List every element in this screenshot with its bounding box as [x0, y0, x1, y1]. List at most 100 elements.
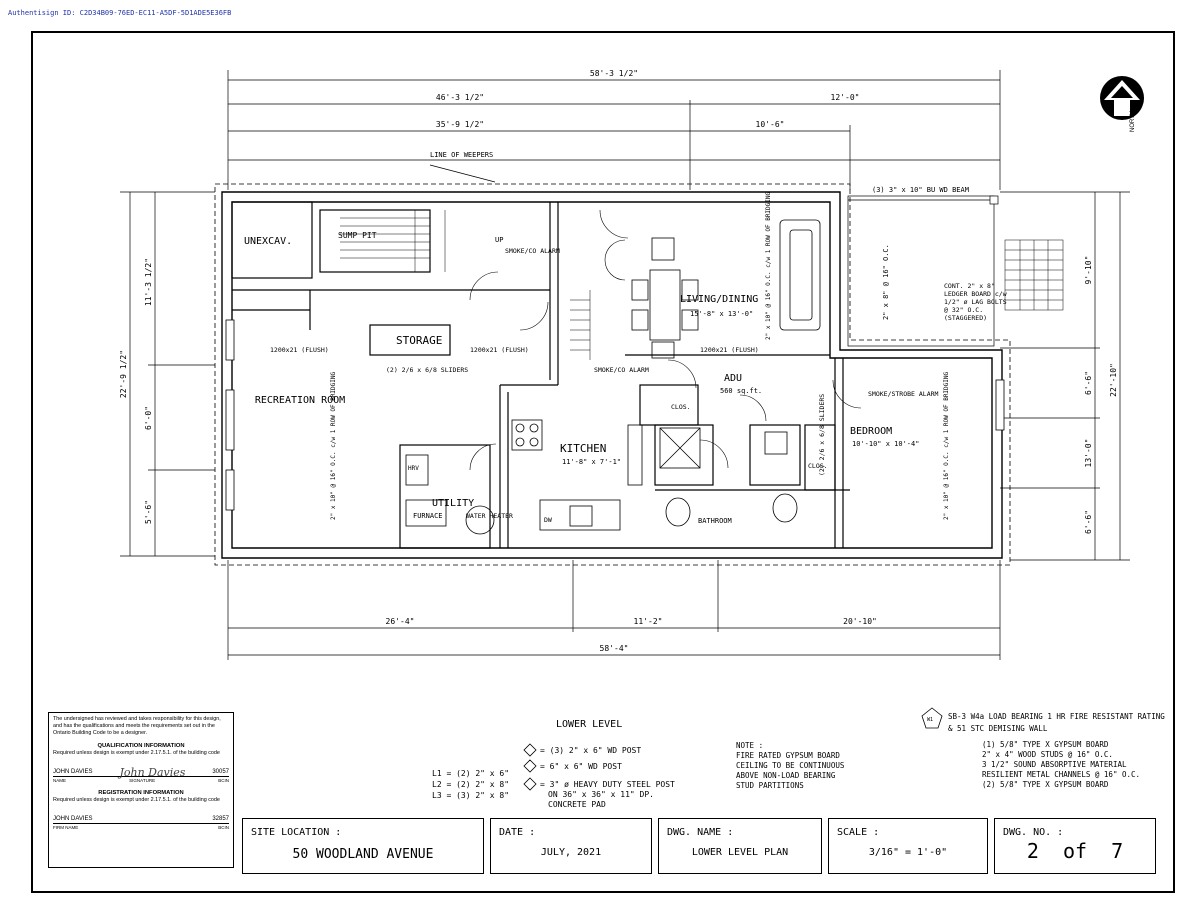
dim-overall-top: 58'-3 1/2" — [590, 69, 638, 78]
post-legend-5: CONCRETE PAD — [548, 800, 606, 809]
joist-label-1: 2" x 10" @ 16" O.C. c/w 1 ROW OF BRIDGIN… — [330, 372, 337, 520]
note-5: STUD PARTITIONS — [736, 781, 804, 790]
date-value: JULY, 2021 — [540, 847, 602, 858]
lintel-legend-1: L1 = (2) 2" x 6" — [432, 769, 509, 778]
room-closet-2: CLOS. — [808, 462, 828, 470]
room-recreation: RECREATION ROOM — [255, 395, 345, 406]
svg-text:W1: W1 — [927, 717, 933, 723]
room-furnace: FURNACE — [413, 512, 443, 520]
door-swings — [469, 209, 862, 471]
dim-right-overall: 22'-10" — [1109, 363, 1118, 397]
designer-bcin: 30057 — [212, 769, 229, 775]
ledger-label: CONT. 2" x 8" LEDGER BOARD c/w 1/2" ø LA… — [944, 282, 1007, 322]
wall-layer-1: (1) 5/8" TYPE X GYPSUM BOARD — [982, 740, 1109, 749]
drawing-number-value: 2 of 7 — [1026, 839, 1124, 863]
room-hrv: HRV — [408, 465, 419, 472]
wall-layer-4: RESILIENT METAL CHANNELS @ 16" O.C. — [982, 770, 1140, 779]
right-dimensions — [1000, 191, 1130, 561]
note-4: ABOVE NON-LOAD BEARING — [736, 771, 836, 780]
utility-fixtures — [405, 454, 495, 535]
beam-label: (3) 3" x 10" BU WD BEAM — [872, 186, 969, 194]
room-unexcav: UNEXCAV. — [244, 236, 292, 247]
wall-desc: SB-3 W4a LOAD BEARING 1 HR FIRE RESISTAN… — [948, 712, 1165, 721]
sliders-label-1: (2) 2/6 x 6/8 SLIDERS — [386, 366, 468, 374]
site-location-box: SITE LOCATION : 50 WOODLAND AVENUE — [242, 818, 484, 874]
scale-box: SCALE : 3/16" = 1'-0" — [828, 818, 988, 874]
interior-walls — [231, 201, 850, 549]
room-dw: DW — [544, 516, 552, 524]
designer-signature: John Davies — [119, 766, 186, 779]
post-legend-3: = 3" ø HEAVY DUTY STEEL POST — [540, 780, 675, 789]
drawing-number-label: DWG. NO. : — [1003, 827, 1064, 838]
scale-value: 3/16" = 1'-0" — [868, 847, 948, 858]
qualification-block: The undersigned has reviewed and takes r… — [48, 712, 234, 868]
firm-name: JOHN DAVIES — [53, 816, 93, 822]
kitchen-fixtures — [511, 419, 643, 531]
signature-caption: SIGNATURE — [129, 778, 156, 783]
wall-layer-2: 2" x 4" WOOD STUDS @ 16" O.C. — [982, 750, 1113, 759]
dim-right-d: 6'-6" — [1084, 510, 1093, 534]
authentisign-id: Authentisign ID: C2D34B09-76ED-EC11-A5DF… — [8, 9, 232, 17]
room-sump: SUMP PIT — [338, 231, 377, 240]
deck-stairs — [1004, 239, 1064, 311]
dim-top-mid-right: 10'-6" — [756, 120, 785, 129]
lintel-legend-2: L2 = (2) 2" x 8" — [432, 780, 509, 789]
room-storage: STORAGE — [396, 334, 442, 347]
weeper-line — [214, 183, 1011, 566]
room-adu-area: 560 sq.ft. — [720, 387, 762, 395]
lintel-2: 1200x21 (FLUSH) — [470, 346, 529, 354]
scale-label: SCALE : — [837, 827, 880, 838]
room-bedroom: BEDROOM — [850, 426, 892, 437]
registration-title: REGISTRATION INFORMATION — [98, 790, 184, 796]
firm-caption: FIRM NAME — [53, 825, 79, 830]
smoke-alarm-1: SMOKE/CO ALARM — [505, 247, 560, 255]
post-legend-1: = (3) 2" x 6" WD POST — [540, 746, 641, 755]
firm-bcin: 32857 — [212, 816, 229, 822]
room-bedroom-size: 10'-10" x 10'-4" — [852, 440, 919, 448]
dim-bottom-1: 26'-4" — [386, 617, 415, 626]
sheet-border — [31, 31, 1175, 893]
wall-desc-2: & 51 STC DEMISING WALL — [948, 724, 1048, 733]
site-location-value: 50 WOODLAND AVENUE — [292, 847, 434, 862]
dim-top-left: 46'-3 1/2" — [436, 93, 484, 102]
exterior-walls — [221, 191, 1003, 559]
dim-right-c: 13'-0" — [1084, 439, 1093, 468]
dim-top-right: 12'-0" — [831, 93, 860, 102]
room-closet-1: CLOS. — [671, 403, 691, 411]
bcin-caption: BCIN — [218, 778, 229, 783]
firm-row: JOHN DAVIES 32857 — [53, 816, 229, 824]
designer-name: JOHN DAVIES — [53, 769, 93, 775]
name-caption: NAME — [53, 778, 67, 783]
drawing-name-box: DWG. NAME : LOWER LEVEL PLAN — [658, 818, 822, 874]
legend-title: LOWER LEVEL — [556, 719, 622, 730]
post-legend-4: ON 36" x 36" x 11" DP. — [548, 790, 654, 799]
site-location-label: SITE LOCATION : — [251, 827, 342, 838]
dim-bottom-3: 20'-10" — [843, 617, 877, 626]
qualification-requirement: Required unless design is exempt under 2… — [53, 750, 220, 756]
room-adu: ADU — [724, 373, 742, 384]
qualification-title: QUALIFICATION INFORMATION — [97, 743, 185, 749]
line-of-weepers-label: LINE OF WEEPERS — [430, 151, 493, 159]
dim-left-a: 11'-3 1/2" — [144, 258, 153, 306]
stairs — [340, 210, 591, 360]
firm-bcin-caption: BCIN — [218, 825, 229, 830]
room-bathroom: BATHROOM — [698, 517, 732, 525]
joists-right-label: 2" x 8" @ 16" O.C. — [882, 244, 890, 320]
lintel-1: 1200x21 (FLUSH) — [270, 346, 329, 354]
north-arrow-icon — [1100, 76, 1144, 120]
note-1: NOTE : — [736, 741, 763, 750]
qualification-statement: The undersigned has reviewed and takes r… — [53, 716, 221, 736]
wall-type-icon: W1 — [921, 707, 943, 729]
bottom-dimensions — [227, 560, 1001, 660]
room-living: LIVING/DINING — [680, 294, 758, 305]
joist-label-2: 2" x 10" @ 16" O.C. c/w 1 ROW OF BRIDGIN… — [765, 192, 772, 340]
room-water-heater: WATER HEATER — [466, 512, 513, 520]
wall-layer-3: 3 1/2" SOUND ABSORPTIVE MATERIAL — [982, 760, 1127, 769]
lintel-legend-3: L3 = (3) 2" x 8" — [432, 791, 509, 800]
sliders-label-2: (2) 2/6 x 6/8 SLIDERS — [818, 394, 826, 476]
room-living-size: 15'-8" x 13'-0" — [690, 310, 753, 318]
drawing-name-label: DWG. NAME : — [667, 827, 734, 838]
smoke-alarm-2: SMOKE/CO ALARM — [594, 366, 649, 374]
room-kitchen-size: 11'-8" x 7'-1" — [562, 458, 621, 466]
